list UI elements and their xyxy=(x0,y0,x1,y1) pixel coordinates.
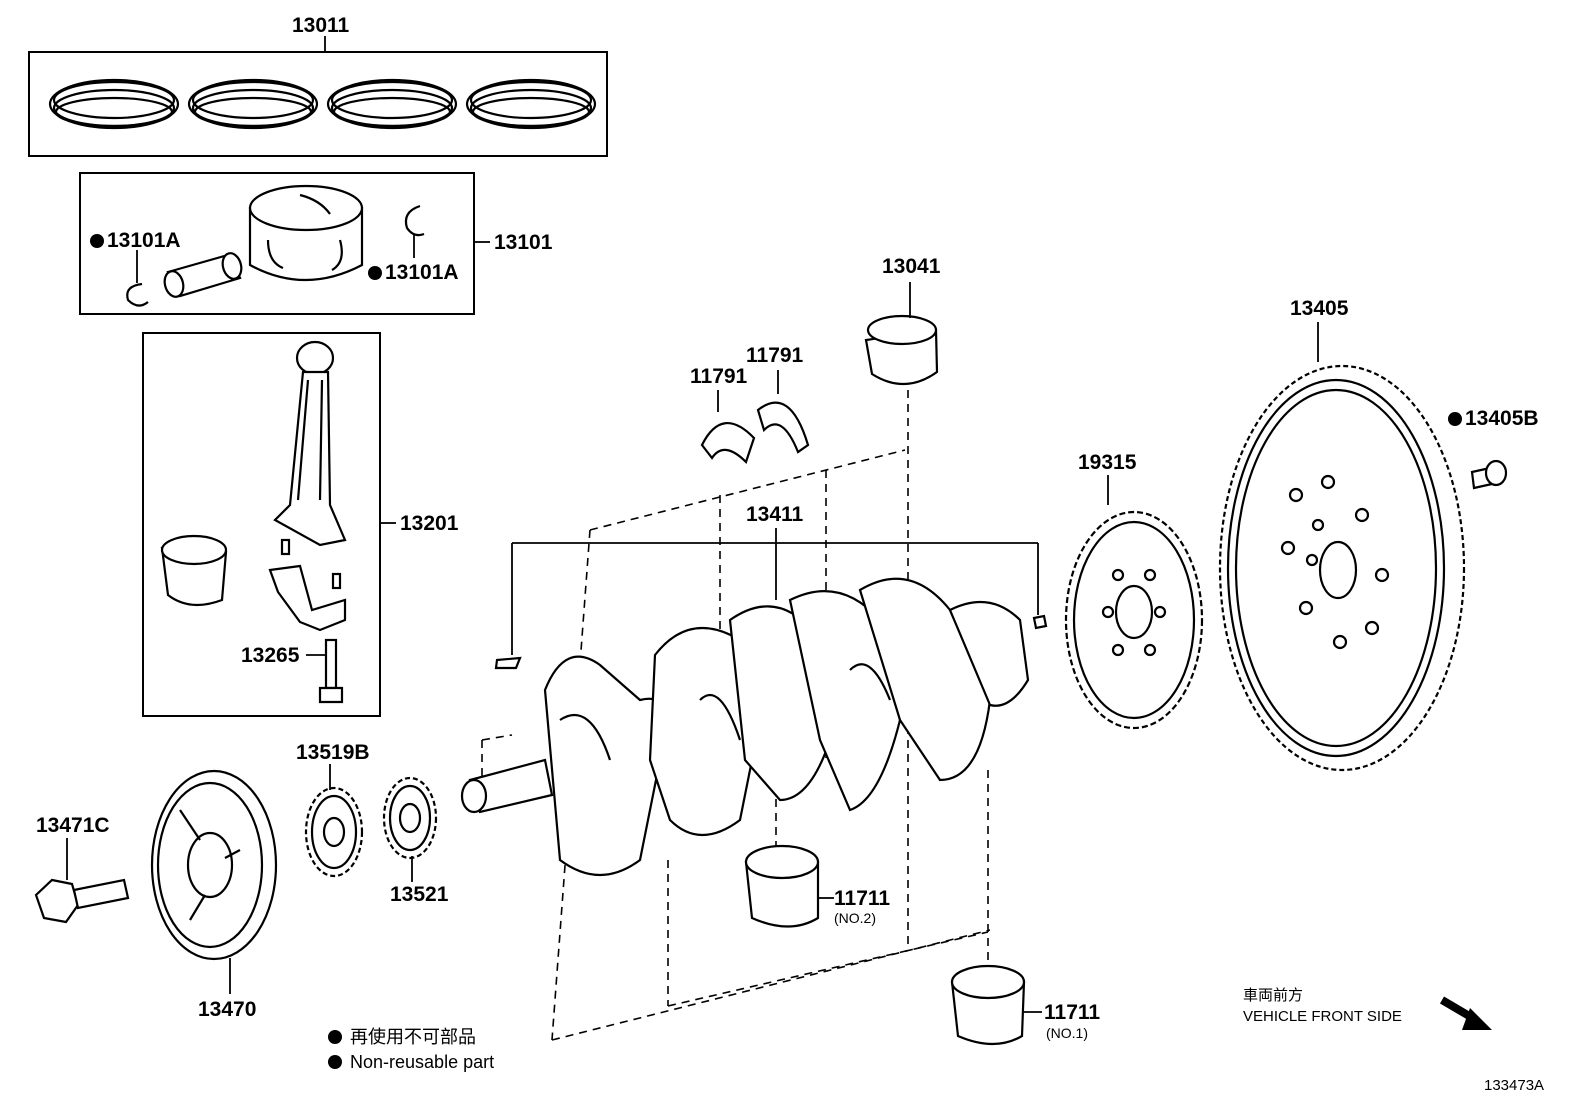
label-13471c[interactable]: 13471C xyxy=(36,814,110,837)
rod-pins xyxy=(280,538,342,590)
crankshaft[interactable] xyxy=(460,528,1048,877)
label-13405[interactable]: 13405 xyxy=(1290,297,1349,320)
label-13101a-right-text: 13101A xyxy=(385,261,459,284)
snap-ring-left[interactable] xyxy=(126,250,149,307)
non-reusable-dot-icon xyxy=(1448,412,1462,426)
label-13011[interactable]: 13011 xyxy=(292,14,350,37)
thrust-washer-right[interactable] xyxy=(756,370,810,454)
label-11791-right[interactable]: 11791 xyxy=(746,344,804,367)
crank-sprocket[interactable] xyxy=(304,764,364,878)
legend-non-reusable-jp: 再使用不可部品 xyxy=(328,1028,476,1046)
label-11791-left[interactable]: 11791 xyxy=(690,365,748,388)
legend-en-text: Non-reusable part xyxy=(350,1052,495,1072)
main-bearing-no1[interactable] xyxy=(950,964,1042,1046)
label-13519b[interactable]: 13519B xyxy=(296,741,370,764)
connecting-rod-box xyxy=(142,332,396,717)
label-13521[interactable]: 13521 xyxy=(390,883,449,906)
piston-ring-set-box xyxy=(28,36,608,157)
piston-pin[interactable] xyxy=(162,251,244,299)
vehicle-front-arrow-icon xyxy=(1439,996,1492,1030)
label-13101a-right[interactable]: 13101A xyxy=(368,262,459,283)
legend-jp-text: 再使用不可部品 xyxy=(350,1027,477,1047)
non-reusable-dot-icon xyxy=(90,234,104,248)
vehicle-front-jp: 車両前方 xyxy=(1243,987,1304,1004)
piston-ring-3[interactable] xyxy=(326,78,458,130)
piston[interactable] xyxy=(248,184,364,282)
piston-box xyxy=(79,172,490,315)
label-13265[interactable]: 13265 xyxy=(241,644,300,667)
label-13405b[interactable]: 13405B xyxy=(1448,408,1539,429)
diagram-id: 133473A xyxy=(1484,1077,1545,1094)
piston-ring-2[interactable] xyxy=(187,78,319,130)
rod-bolt[interactable] xyxy=(306,638,344,704)
flywheel-bolt[interactable] xyxy=(1470,459,1508,490)
label-11711-no2[interactable]: 11711 xyxy=(834,887,891,910)
label-13411[interactable]: 13411 xyxy=(746,503,804,526)
label-11711-no1[interactable]: 11711 xyxy=(1044,1001,1101,1024)
vehicle-front-en: VEHICLE FRONT SIDE xyxy=(1243,1008,1402,1025)
snap-ring-right[interactable] xyxy=(404,204,425,258)
crank-gear[interactable] xyxy=(382,776,438,882)
label-19315[interactable]: 19315 xyxy=(1078,451,1137,474)
label-13101a-left[interactable]: 13101A xyxy=(90,230,181,251)
label-13405b-text: 13405B xyxy=(1465,407,1539,430)
non-reusable-dot-icon xyxy=(368,266,382,280)
timing-rotor[interactable] xyxy=(1064,475,1204,730)
label-13201[interactable]: 13201 xyxy=(400,512,459,535)
label-13101a-left-text: 13101A xyxy=(107,229,181,252)
flywheel[interactable] xyxy=(1218,322,1466,772)
legend-non-reusable-en: Non-reusable part xyxy=(328,1053,494,1071)
label-13101[interactable]: 13101 xyxy=(494,231,553,254)
crank-pulley-bolt[interactable] xyxy=(34,838,130,924)
label-13041[interactable]: 13041 xyxy=(882,255,941,278)
thrust-washer-left[interactable] xyxy=(700,390,756,465)
legend-dot-icon xyxy=(328,1055,342,1069)
piston-ring-4[interactable] xyxy=(465,78,597,130)
label-13470[interactable]: 13470 xyxy=(198,998,257,1021)
main-bearing-no2[interactable] xyxy=(744,844,834,928)
crank-pulley[interactable] xyxy=(150,769,278,994)
piston-ring-1[interactable] xyxy=(48,78,180,130)
label-11711-no2-sub: (NO.2) xyxy=(834,910,876,926)
legend-dot-icon xyxy=(328,1030,342,1044)
connecting-rod[interactable] xyxy=(268,340,347,632)
label-11711-no1-sub: (NO.1) xyxy=(1046,1025,1088,1041)
rod-bearing[interactable] xyxy=(160,534,228,607)
